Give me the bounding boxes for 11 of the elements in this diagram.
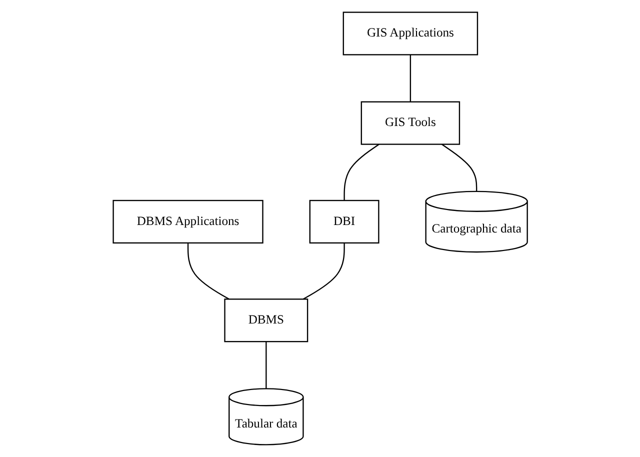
connector bbox=[302, 242, 345, 300]
connector bbox=[343, 144, 380, 200]
connector bbox=[187, 242, 230, 300]
node-box: DBI bbox=[309, 200, 379, 244]
node-box: DBMS bbox=[224, 298, 308, 342]
connector bbox=[410, 54, 411, 102]
connector bbox=[441, 144, 477, 192]
node-box: GIS Applications bbox=[342, 12, 478, 56]
node-box: GIS Tools bbox=[360, 101, 460, 145]
node-box: DBMS Applications bbox=[112, 200, 264, 244]
connector bbox=[265, 342, 266, 389]
